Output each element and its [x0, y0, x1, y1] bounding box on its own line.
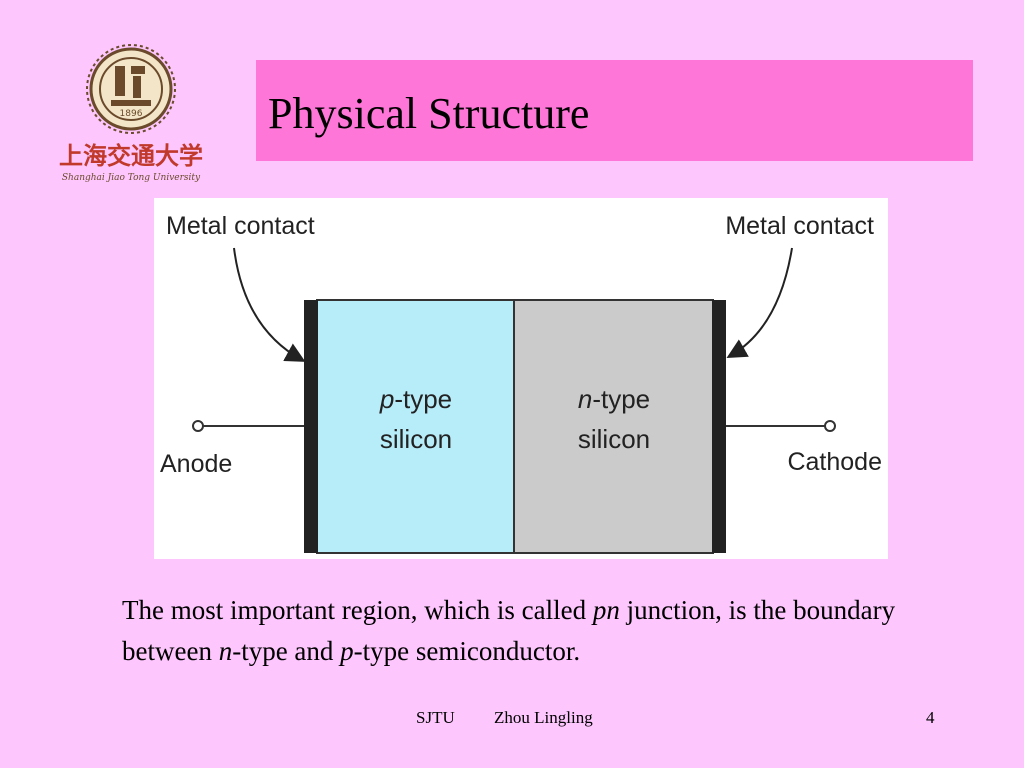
p-type-region: [316, 299, 515, 554]
title-bar: Physical Structure: [256, 60, 973, 161]
cathode-label: Cathode: [787, 448, 882, 476]
logo-english-name: Shanghai Jiao Tong University: [62, 173, 201, 183]
caption-part-3: -type and: [232, 636, 341, 666]
university-logo: 1896 上海交通大学 Shanghai Jiao Tong Universit…: [33, 44, 229, 186]
footer-institution: SJTU: [416, 708, 455, 727]
caption-part-2: junction, is the boundary between: [122, 595, 896, 666]
slide-title: Physical Structure: [268, 89, 590, 138]
footer-author: Zhou Lingling: [494, 708, 593, 727]
n-region-prefix: n: [578, 384, 592, 414]
logo-chinese-name: 上海交通大学: [59, 141, 203, 170]
right-metal-contact: [712, 300, 726, 553]
p-region-suffix: -type: [394, 384, 452, 414]
right-contact-label: Metal contact: [725, 212, 874, 240]
cathode-terminal: [824, 420, 836, 432]
p-region-prefix: p: [379, 384, 394, 414]
left-metal-contact: [304, 300, 318, 553]
right-contact-arrow: [726, 247, 793, 358]
p-region-label: p-type: [379, 384, 452, 414]
left-contact-label: Metal contact: [166, 212, 315, 240]
left-contact-arrow: [233, 247, 306, 362]
caption-n: n: [218, 636, 233, 666]
logo-year: 1896: [120, 109, 143, 119]
n-region-suffix: -type: [592, 384, 650, 414]
slide-caption: The most important region, which is call…: [122, 590, 942, 672]
caption-pn: pn: [592, 595, 620, 625]
pn-diode-diagram: Metal contact Metal contact Anode Cathod…: [160, 212, 882, 554]
n-region-material: silicon: [578, 424, 650, 454]
caption-p: p: [340, 636, 354, 666]
caption-part-4: -type semiconductor.: [353, 636, 581, 666]
n-type-region: [513, 299, 714, 554]
page-number: 4: [926, 708, 935, 727]
caption-part-1: The most important region, which is call…: [122, 595, 593, 625]
n-region-label: n-type: [578, 384, 650, 414]
pn-diode-figure: Metal contact Metal contact Anode Cathod…: [154, 198, 888, 559]
p-region-material: silicon: [380, 424, 452, 454]
university-seal-icon: 1896 上海交通大学 Shanghai Jiao Tong Universit…: [59, 44, 203, 183]
anode-label: Anode: [160, 450, 232, 478]
anode-terminal: [192, 420, 204, 432]
